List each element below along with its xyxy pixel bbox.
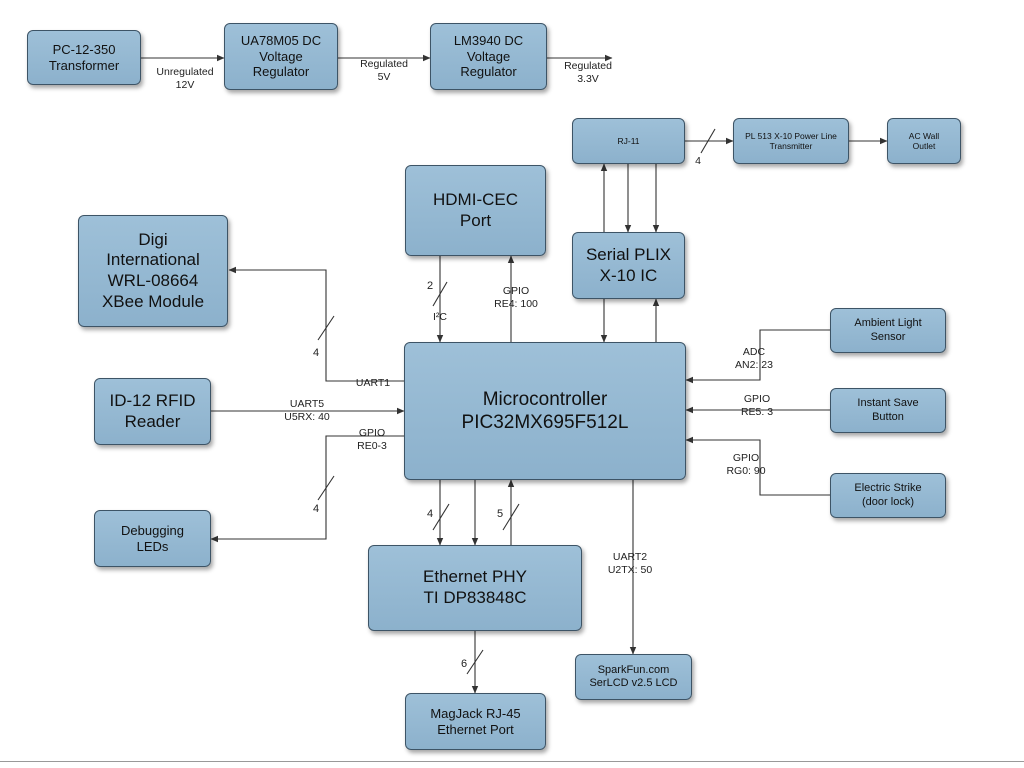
debug-leds-label: Debugging LEDs [121, 522, 184, 554]
ethernet-phy-label: Ethernet PHY TI DP83848C [423, 567, 527, 607]
electric-strike-block: Electric Strike (door lock) [830, 473, 946, 518]
serial-plix-label: Serial PLIX X-10 IC [585, 244, 672, 285]
pl513-transmitter-block: PL 513 X-10 Power Line Transmitter [733, 118, 849, 164]
hdmi-cec-port-block: HDMI-CEC Port [405, 165, 546, 256]
label-leds-width: 4 [312, 503, 320, 515]
label-i2c-width: 2 [426, 280, 434, 292]
ambient-light-label: Ambient Light Sensor [854, 317, 922, 343]
label-uart1: UART1 [355, 377, 391, 389]
label-uart5: UART5 U5RX: 40 [284, 398, 330, 423]
label-phy-width-5: 5 [496, 508, 504, 520]
rj11-block: RJ-11 [572, 118, 685, 164]
label-i2c: I²C [433, 311, 447, 323]
label-magjack-width: 6 [460, 658, 468, 670]
bus-slash-magjack [466, 649, 484, 675]
label-xbee-width: 4 [312, 347, 320, 359]
xbee-module-block: Digi International WRL-08664 XBee Module [78, 215, 228, 327]
label-gpio-re4: GPIO RE4: 100 [494, 285, 538, 310]
lm3940-regulator-block: LM3940 DC Voltage Regulator [430, 23, 547, 90]
rfid-label: ID-12 RFID Reader [109, 390, 196, 431]
bus-slash-rj11 [700, 128, 716, 154]
label-regulated-5v: Regulated 5V [360, 58, 408, 83]
label-unregulated-12v: Unregulated 12V [156, 66, 214, 91]
serial-plix-block: Serial PLIX X-10 IC [572, 232, 685, 299]
serlcd-label: SparkFun.com SerLCD v2.5 LCD [589, 663, 678, 689]
ambient-light-sensor-block: Ambient Light Sensor [830, 308, 946, 353]
ethernet-phy-block: Ethernet PHY TI DP83848C [368, 545, 582, 631]
transformer-label: PC-12-350 Transformer [48, 41, 120, 73]
magjack-label: MagJack RJ-45 Ethernet Port [430, 705, 521, 737]
debugging-leds-block: Debugging LEDs [94, 510, 211, 567]
label-phy-width-4: 4 [426, 508, 434, 520]
bus-slash-xbee [317, 315, 335, 341]
bus-slash-phy-5 [502, 503, 520, 531]
wire-ambient-to-mcu [685, 329, 830, 384]
wire-xbee-uart1 [228, 266, 404, 382]
bottom-divider [0, 761, 1024, 762]
instant-save-label: Instant Save Button [857, 397, 919, 423]
magjack-rj45-block: MagJack RJ-45 Ethernet Port [405, 693, 546, 750]
label-rj11-bus-width: 4 [695, 155, 701, 167]
label-regulated-3v3: Regulated 3.3V [564, 60, 612, 85]
label-gpio-re0: GPIO RE0-3 [357, 427, 387, 452]
transformer-block: PC-12-350 Transformer [27, 30, 141, 85]
microcontroller-label: Microcontroller PIC32MX695F512L [461, 388, 629, 433]
hdmi-cec-label: HDMI-CEC Port [433, 189, 518, 230]
microcontroller-block: Microcontroller PIC32MX695F512L [404, 342, 686, 480]
serlcd-block: SparkFun.com SerLCD v2.5 LCD [575, 654, 692, 700]
label-adc-an2: ADC AN2: 23 [735, 346, 773, 371]
instant-save-button-block: Instant Save Button [830, 388, 946, 433]
bus-slash-phy-4 [432, 503, 450, 531]
label-gpio-re5: GPIO RE5: 3 [740, 393, 774, 418]
lm3940-label: LM3940 DC Voltage Regulator [453, 32, 524, 80]
bus-slash-i2c [432, 281, 448, 307]
xbee-label: Digi International WRL-08664 XBee Module [101, 229, 205, 311]
rfid-reader-block: ID-12 RFID Reader [94, 378, 211, 445]
rj11-label: RJ-11 [617, 135, 640, 146]
wire-strike-to-mcu [685, 436, 830, 496]
bus-slash-leds [317, 475, 335, 501]
ac-wall-label: AC Wall Outlet [908, 130, 940, 151]
ac-wall-outlet-block: AC Wall Outlet [887, 118, 961, 164]
ua78m05-regulator-block: UA78M05 DC Voltage Regulator [224, 23, 338, 90]
label-gpio-rg0: GPIO RG0: 90 [726, 452, 766, 477]
pl513-label: PL 513 X-10 Power Line Transmitter [745, 130, 837, 151]
label-uart2: UART2 U2TX: 50 [607, 551, 653, 576]
ua78m05-label: UA78M05 DC Voltage Regulator [240, 32, 322, 80]
electric-strike-label: Electric Strike (door lock) [854, 482, 922, 508]
